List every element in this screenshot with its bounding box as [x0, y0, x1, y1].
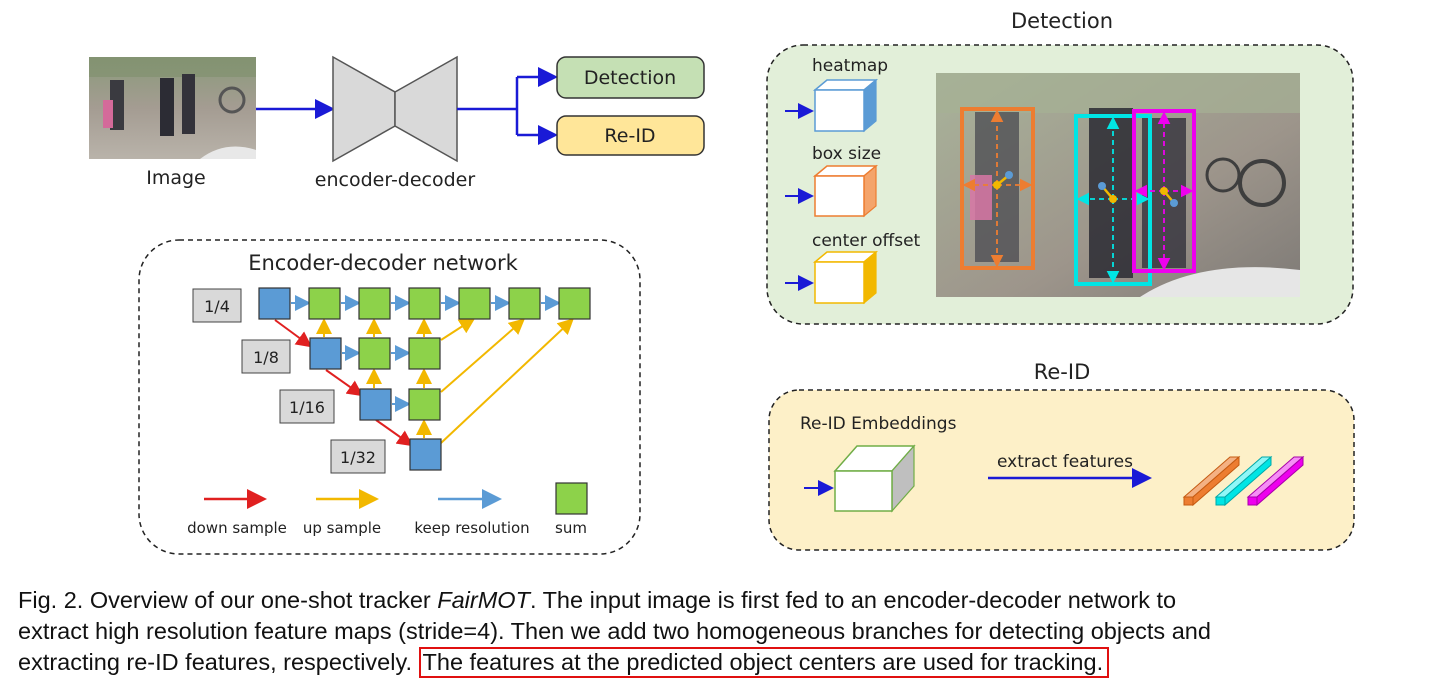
detection-photo [936, 73, 1300, 297]
magenta-detection [1132, 109, 1196, 273]
scale-1-8: 1/8 [253, 348, 279, 367]
node-blue [359, 388, 392, 421]
scale-labels: 1/4 1/8 1/16 1/32 [192, 288, 386, 474]
feature-vector-cyan [1214, 455, 1273, 507]
box-size-label: box size [812, 144, 881, 164]
node-green [508, 287, 541, 320]
encoder-trapezoid [332, 55, 396, 163]
branch-arrows [457, 67, 558, 145]
reid-panel [768, 389, 1355, 551]
legend-up-label: up sample [303, 519, 381, 537]
legend-sum-label: sum [555, 519, 587, 537]
node-green [408, 337, 441, 370]
reid-embeddings-label: Re-ID Embeddings [800, 414, 957, 434]
node-green [558, 287, 591, 320]
node-green [358, 287, 391, 320]
caption-line-2: extract high resolution feature maps (st… [18, 618, 1211, 644]
detection-branch-label: Detection [584, 67, 676, 89]
detection-title: Detection [1011, 9, 1113, 33]
network-nodes [258, 287, 591, 471]
legend-keep-label: keep resolution [414, 519, 529, 537]
input-image-thumbnail [89, 57, 256, 159]
heatmap-label: heatmap [812, 56, 888, 76]
feature-vector-magenta [1246, 455, 1305, 507]
legend-sum-square [555, 482, 588, 515]
network-title: Encoder-decoder network [248, 251, 518, 275]
caption-method-name: FairMOT [437, 587, 530, 613]
node-green [358, 337, 391, 370]
caption-text: . The input image is first fed to an enc… [529, 587, 1177, 613]
image-label: Image [146, 167, 206, 189]
reid-embedding-cube [804, 444, 916, 513]
node-green [408, 388, 441, 421]
figure-caption: Fig. 2. Overview of our one-shot tracker… [18, 585, 1438, 678]
extract-features-label: extract features [997, 452, 1133, 472]
heatmap-head: heatmap [785, 56, 888, 133]
network-arrows [274, 295, 574, 447]
node-blue [258, 287, 291, 320]
node-green [408, 287, 441, 320]
center-offset-head: center offset [785, 231, 921, 305]
node-green [308, 287, 341, 320]
cyan-detection [1074, 114, 1152, 286]
center-offset-label: center offset [812, 231, 921, 251]
legend-down-label: down sample [187, 519, 287, 537]
scale-1-16: 1/16 [289, 398, 325, 417]
feature-vector-orange [1182, 455, 1241, 507]
encoder-decoder-label: encoder-decoder [315, 169, 476, 191]
caption-highlight: The features at the predicted object cen… [418, 647, 1110, 678]
scale-1-4: 1/4 [204, 297, 230, 316]
encoder-decoder-panel [138, 239, 641, 555]
caption-line-3: extracting re-ID features, respectively.… [18, 647, 1438, 678]
caption-text: extracting re-ID features, respectively. [18, 649, 419, 675]
decoder-trapezoid [394, 55, 458, 163]
scale-1-32: 1/32 [340, 448, 376, 467]
reid-branch-label: Re-ID [604, 125, 655, 147]
network-legend: down sample up sample keep resolution su… [187, 482, 588, 537]
orange-detection [960, 107, 1035, 270]
node-blue [409, 438, 442, 471]
reid-title: Re-ID [1034, 360, 1091, 384]
detection-branch-box [556, 56, 705, 99]
node-green [458, 287, 491, 320]
reid-branch-box [556, 115, 705, 156]
caption-text: Fig. 2. Overview of our one-shot tracker [18, 587, 438, 613]
box-size-head: box size [785, 144, 881, 218]
caption-line-1: Fig. 2. Overview of our one-shot tracker… [18, 585, 1438, 616]
node-blue [309, 337, 342, 370]
